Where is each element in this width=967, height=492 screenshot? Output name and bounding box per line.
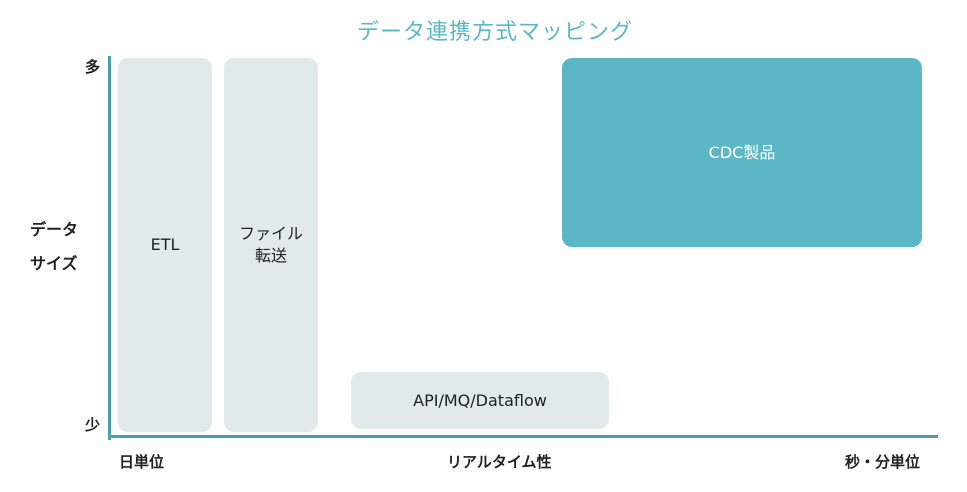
- x-axis-right-label: 秒・分単位: [845, 453, 921, 471]
- y-axis-bottom-label: 少: [85, 416, 101, 434]
- x-axis-line: [108, 435, 938, 438]
- diagram-title: データ連携方式マッピング: [356, 20, 633, 45]
- y-axis-label: データ サイズ: [30, 220, 79, 273]
- api-mq-dataflow-box: API/MQ/Dataflow: [351, 372, 609, 429]
- x-axis-middle-label: リアルタイム性: [447, 453, 552, 471]
- y-axis-line: [108, 56, 111, 440]
- cdc-box: CDC製品: [562, 58, 922, 247]
- etl-box: ETL: [118, 58, 212, 432]
- x-axis-left-label: 日単位: [119, 453, 165, 471]
- y-axis-top-label: 多: [85, 58, 101, 76]
- file-transfer-box: ファイル 転送: [224, 58, 318, 432]
